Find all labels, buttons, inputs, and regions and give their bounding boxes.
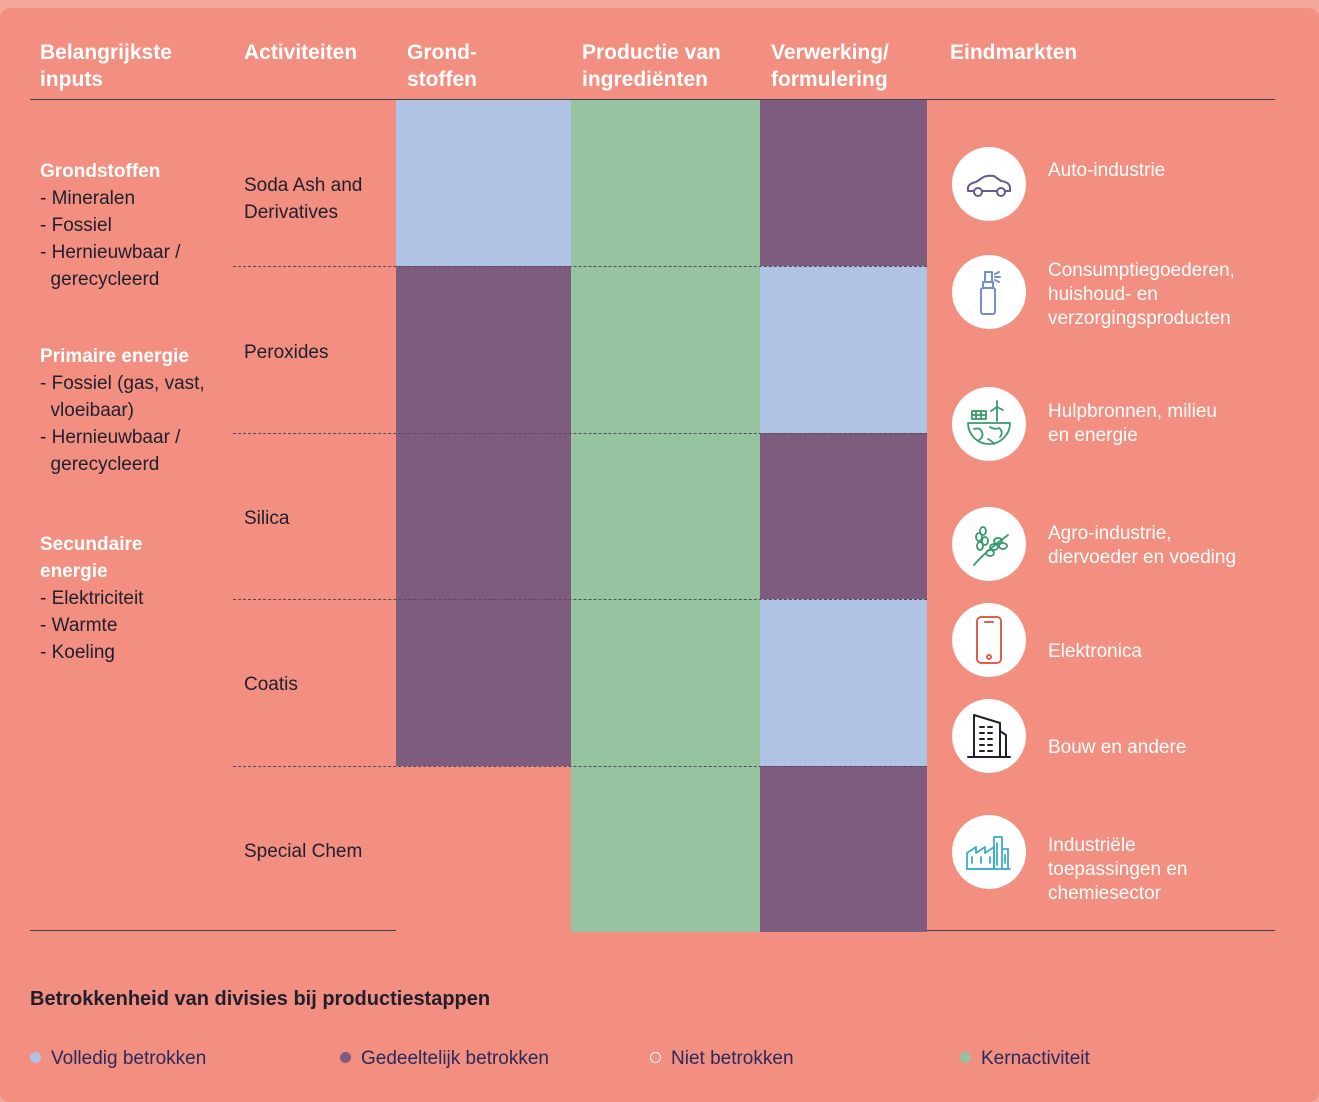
- legend-dot: [960, 1052, 971, 1063]
- cell-processing-volledig: [760, 599, 927, 767]
- cell-processing-gedeeltelijk: [760, 765, 927, 933]
- input-group: Primaire energie - Fossiel (gas, vast, vl…: [40, 343, 205, 478]
- cell-ingredients-kern: [571, 432, 760, 600]
- input-item: - Koeling: [40, 642, 115, 663]
- legend-dot: [30, 1052, 41, 1063]
- row-divider: [233, 599, 927, 601]
- market-icon-wrap: [952, 387, 1026, 461]
- market-label: Auto-industrie: [1048, 160, 1166, 181]
- legend-item-volledig: Volledig betrokken: [30, 1048, 206, 1070]
- market-label: Agro-industrie, diervoeder en voeding: [1048, 523, 1237, 568]
- legend-dot: [340, 1052, 351, 1063]
- row-divider: [233, 765, 927, 767]
- activity-label: Special Chem: [244, 840, 363, 862]
- activity-label: Coatis: [244, 674, 298, 696]
- input-group: Secundaire energie - Elektriciteit - Warmt…: [40, 531, 143, 666]
- input-group-title: Primaire energie: [40, 346, 189, 367]
- cell-processing-gedeeltelijk: [760, 432, 927, 600]
- row-divider: [233, 432, 927, 434]
- row-divider: [233, 266, 927, 268]
- header-raw-materials: Grond- stoffen: [407, 41, 477, 91]
- input-item: - Warmte: [40, 615, 118, 636]
- cell-ingredients-kern: [571, 765, 760, 933]
- input-item: - Hernieuwbaar / gerecycleerd: [40, 242, 181, 290]
- input-item: - Hernieuwbaar / gerecycleerd: [40, 427, 181, 475]
- market-icon-wrap: [952, 255, 1026, 329]
- cell-raw-materials-volledig: [396, 100, 571, 267]
- legend-label: Volledig betrokken: [51, 1048, 207, 1069]
- header-activities: Activiteiten: [244, 41, 358, 64]
- header-rule: [30, 99, 1275, 100]
- header-inputs: Belangrijkste inputs: [40, 41, 172, 91]
- activity-label: Peroxides: [244, 341, 329, 363]
- market-icon-wrap: [952, 147, 1026, 221]
- header-ingredients: Productie van ingrediënten: [582, 41, 721, 91]
- input-group-title: Grondstoffen: [40, 161, 161, 182]
- activity-label: Soda Ash and Derivatives: [244, 175, 363, 224]
- input-item: - Elektriciteit: [40, 588, 144, 609]
- market-label: Industriële toepassingen en chemiesector: [1048, 835, 1188, 904]
- cell-raw-materials-gedeeltelijk: [396, 432, 571, 600]
- legend-title: Betrokkenheid van divisies bij productie…: [30, 988, 491, 1010]
- market-icon-wrap: [952, 507, 1026, 581]
- cell-raw-materials-gedeeltelijk: [396, 599, 571, 767]
- cell-processing-gedeeltelijk: [760, 100, 927, 267]
- legend-item-gedeeltelijk: Gedeeltelijk betrokken: [340, 1048, 549, 1070]
- cell-ingredients-kern: [571, 100, 760, 267]
- market-label: Bouw en andere: [1048, 737, 1187, 758]
- input-group-title: Secundaire energie: [40, 534, 143, 582]
- header-end-markets: Eindmarkten: [950, 41, 1078, 64]
- header-processing: Verwerking/ formulering: [771, 41, 889, 91]
- cell-ingredients-kern: [571, 599, 760, 767]
- market-icon-wrap: [952, 815, 1026, 889]
- input-item: - Fossiel: [40, 215, 112, 236]
- activity-label: Silica: [244, 508, 290, 529]
- legend-label: Niet betrokken: [671, 1048, 794, 1069]
- legend-label: Gedeeltelijk betrokken: [361, 1048, 549, 1069]
- legend-item-kern: Kernactiviteit: [960, 1048, 1090, 1070]
- cell-raw-materials-gedeeltelijk: [396, 266, 571, 434]
- legend-label: Kernactiviteit: [981, 1048, 1090, 1069]
- cell-processing-volledig: [760, 266, 927, 434]
- input-item: - Mineralen: [40, 188, 136, 209]
- cell-raw-materials-niet: [396, 765, 571, 933]
- market-icon-wrap: [952, 699, 1026, 773]
- market-icon-wrap: [952, 603, 1026, 677]
- market-label: Elektronica: [1048, 641, 1142, 662]
- cell-ingredients-kern: [571, 266, 760, 434]
- market-label: Hulpbronnen, milieu en energie: [1048, 401, 1217, 446]
- input-group: Grondstoffen - Mineralen - Fossiel - Hernie…: [40, 158, 180, 293]
- legend-item-niet: Niet betrokken: [650, 1048, 794, 1070]
- market-label: Consumptiegoederen, huishoud- en verzorg…: [1048, 260, 1235, 329]
- input-item: - Fossiel (gas, vast, vloeibaar): [40, 373, 205, 421]
- diagram-panel: Belangrijkste inputs Activiteiten Grond-…: [0, 8, 1319, 1102]
- legend-dot: [650, 1052, 661, 1063]
